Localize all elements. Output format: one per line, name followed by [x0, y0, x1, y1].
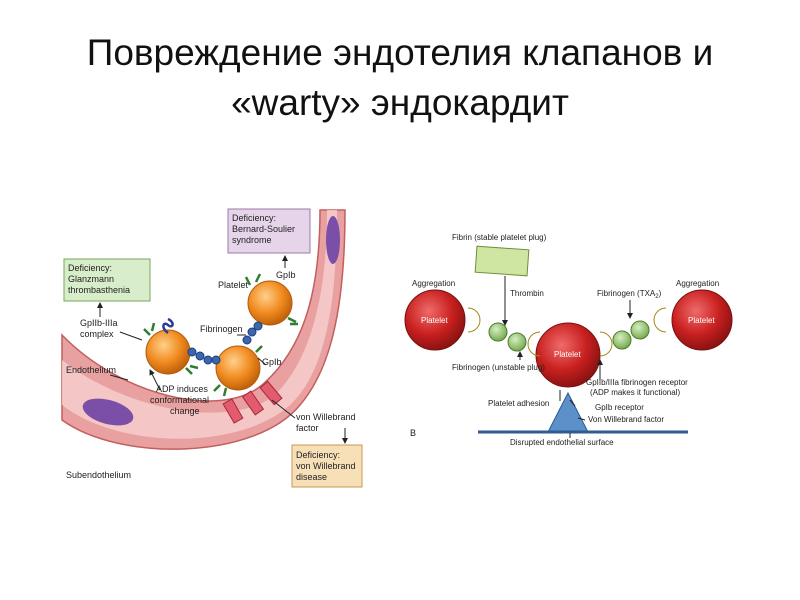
- thrombin-label: Thrombin: [510, 289, 544, 298]
- platelet-right: [671, 289, 733, 351]
- gpIIb-complex-line2: complex: [80, 329, 114, 339]
- svg-text:Deficiency: Glanzmann: Deficiency: Glanzmann thrombasthenia: [68, 263, 130, 295]
- panel-b-label: B: [410, 428, 416, 438]
- deficiency-bs-box: [227, 208, 311, 254]
- vwf-line1: von Willebrand: [296, 412, 356, 422]
- adp-note-line1: ADP induces: [156, 384, 208, 394]
- svg-text:Deficiency: Bernard-Soul: Deficiency: Bernard-Soulier syndrome: [232, 213, 298, 245]
- fibrinogen-txa-text: Fibrinogen (TXA: [597, 289, 656, 298]
- deficiency-gt-line3: thrombasthenia: [68, 285, 130, 295]
- deficiency-gt-line1: Deficiency:: [68, 263, 112, 273]
- nucleus-bottom: [82, 398, 134, 426]
- adp-note-line2: conformational: [150, 395, 209, 405]
- nucleus-top: [326, 216, 340, 264]
- fibrinogen-txa-label: Fibrinogen (TXA2): [597, 289, 662, 300]
- svg-text:ADP induces conformation: ADP induces conformational change: [150, 384, 212, 416]
- platelet-label: Platelet: [218, 280, 249, 290]
- txa-close: ): [659, 289, 662, 298]
- fibrinogen-label: Fibrinogen: [200, 324, 243, 334]
- platelet-adhesion-label: Platelet adhesion: [488, 399, 549, 408]
- receptor-icon: [653, 307, 667, 333]
- fibrinogen-unstable-label: Fibrinogen (unstable plug): [452, 363, 545, 372]
- title-line-1: Повреждение эндотелия клапанов и: [86, 32, 714, 73]
- gpIb-mid-label: GpIb: [262, 357, 282, 367]
- svg-text:Deficiency: von Willebra: Deficiency: von Willebrand disease: [296, 450, 358, 482]
- fibrin-label: Fibrin (stable platelet plug): [452, 233, 547, 242]
- gpIb-top-label: GpIb: [276, 270, 296, 280]
- platelet-center-label: Platelet: [554, 350, 581, 359]
- gpIIb-complex-line1: GpIIb-IIIa: [80, 318, 118, 328]
- platelet-right-label: Platelet: [688, 316, 715, 325]
- deficiency-vwd-line1: Deficiency:: [296, 450, 340, 460]
- endothelium-label: Endothelium: [66, 365, 116, 375]
- deficiency-bs-line1: Deficiency:: [232, 213, 276, 223]
- right-panel: Fibrin (stable platelet plug) Platelet P…: [404, 233, 733, 447]
- platelet-left: [404, 289, 466, 351]
- adp-functional-label: (ADP makes it functional): [590, 388, 680, 397]
- adp-note-line3: change: [170, 406, 200, 416]
- platelet-left-label: Platelet: [421, 316, 448, 325]
- surface-label: Disrupted endothelial surface: [510, 438, 614, 447]
- title-line-2: «warty» эндокардит: [231, 82, 569, 123]
- platelet-icon: [215, 345, 261, 391]
- platelet-icon: [145, 329, 191, 375]
- deficiency-gt-box: [63, 258, 151, 302]
- arrow-icon: [502, 276, 633, 438]
- aggregation-right-label: Aggregation: [676, 279, 719, 288]
- fibrinogen-icon: [612, 330, 632, 350]
- txa-subscript: 2: [655, 294, 659, 300]
- receptor-icon: [527, 331, 541, 357]
- receptor-icon: [599, 331, 613, 357]
- deficiency-bs-line3: syndrome: [232, 235, 272, 245]
- deficiency-gt-line2: Glanzmann: [68, 274, 114, 284]
- receptor-icon: [143, 273, 298, 397]
- fibrinogen-icon: [488, 322, 508, 342]
- fibrinogen-icon: [507, 332, 527, 352]
- svg-text:GpIIb-IIIa complex: GpIIb-IIIa complex: [80, 318, 120, 339]
- left-panel: Deficiency: Bernard-Soulier syndrome Def…: [61, 208, 363, 488]
- deficiency-vwd-line3: disease: [296, 472, 327, 482]
- platelet-icon: [247, 280, 293, 326]
- vwf-line2: factor: [296, 423, 319, 433]
- aggregation-left-label: Aggregation: [412, 279, 455, 288]
- slide-title: Повреждение эндотелия клапанов и «warty»…: [0, 28, 800, 128]
- deficiency-vwd-box: [291, 444, 363, 488]
- gpIb-receptor-label: GpIb receptor: [595, 403, 644, 412]
- subendothelium-label: Subendothelium: [66, 470, 131, 480]
- vwf-right-label: Von Willebrand factor: [588, 415, 664, 424]
- fibrinogen-icon: [187, 321, 263, 365]
- gpIIb-receptor-icon: [162, 317, 174, 334]
- fibrinogen-icon: [630, 320, 650, 340]
- gpIIb-receptor-label: GpIIb/IIIa fibrinogen receptor: [586, 378, 688, 387]
- svg-text:von Willebrand factor: von Willebrand factor: [296, 412, 358, 433]
- fibrin-box: [474, 245, 530, 277]
- deficiency-bs-line2: Bernard-Soulier: [232, 224, 295, 234]
- vwf-triangle: [547, 391, 589, 433]
- receptor-icon: [467, 307, 481, 333]
- deficiency-vwd-line2: von Willebrand: [296, 461, 356, 471]
- arrow-icon: [97, 255, 348, 444]
- vwf-pegs: [222, 380, 283, 424]
